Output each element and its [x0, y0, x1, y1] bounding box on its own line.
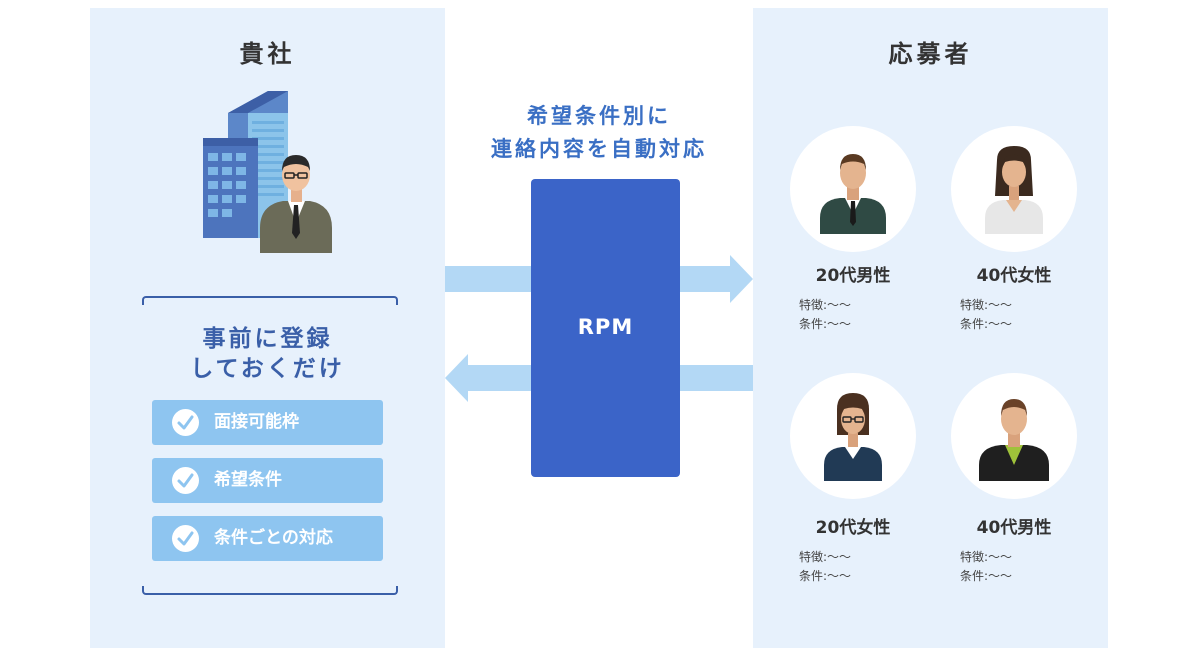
male-20s-avatar-icon [790, 126, 916, 252]
check-icon [172, 409, 199, 436]
check-item-label: 希望条件 [214, 470, 282, 490]
condition-text: 条件:〜〜 [960, 569, 1013, 583]
company-panel: 貴社 事前に登録 [90, 8, 445, 648]
female-20s-avatar-icon [790, 373, 916, 499]
applicants-panel: 応募者 20代男性 特徴:〜〜 条件:〜〜 40代女性 特徴:〜〜 条件:〜〜 [753, 8, 1108, 648]
person-label: 40代男性 [976, 518, 1052, 538]
person-details: 特徴:〜〜 条件:〜〜 [799, 296, 851, 334]
arrow-right-to-applicants-icon [680, 255, 753, 303]
check-item-label: 面接可能枠 [214, 412, 299, 432]
rpm-box: RPM [531, 179, 680, 477]
person-label: 20代男性 [815, 266, 891, 286]
person-details: 特徴:〜〜 条件:〜〜 [960, 296, 1012, 334]
condition-text: 条件:〜〜 [960, 317, 1013, 331]
center-caption-line2: 連絡内容を自動対応 [491, 137, 707, 161]
applicants-title: 応募者 [888, 40, 973, 68]
check-icon [172, 525, 199, 552]
arrow-from-applicants [680, 365, 753, 391]
check-item-desired-conditions: 希望条件 [152, 458, 383, 503]
male-40s-avatar-icon [951, 373, 1077, 499]
arrow-left-to-company-icon [445, 354, 531, 402]
person-label: 40代女性 [976, 266, 1052, 286]
person-details: 特徴:〜〜 条件:〜〜 [799, 548, 851, 586]
feature-text: 特徴:〜〜 [799, 298, 852, 312]
feature-text: 特徴:〜〜 [799, 550, 852, 564]
check-item-label: 条件ごとの対応 [214, 528, 333, 548]
center-caption-line1: 希望条件別に [527, 104, 671, 128]
bracket-top [142, 296, 398, 305]
check-item-interview-slots: 面接可能枠 [152, 400, 383, 445]
condition-text: 条件:〜〜 [799, 317, 852, 331]
female-40s-avatar-icon [951, 126, 1077, 252]
headline-line2: しておくだけ [190, 356, 345, 382]
headline-line1: 事前に登録 [202, 326, 333, 352]
bracket-bottom [142, 586, 398, 595]
check-item-condition-response: 条件ごとの対応 [152, 516, 383, 561]
condition-text: 条件:〜〜 [799, 569, 852, 583]
person-label: 20代女性 [815, 518, 891, 538]
person-details: 特徴:〜〜 条件:〜〜 [960, 548, 1012, 586]
office-building-businessman-icon [203, 91, 332, 253]
feature-text: 特徴:〜〜 [960, 550, 1013, 564]
company-title: 貴社 [239, 40, 296, 68]
feature-text: 特徴:〜〜 [960, 298, 1013, 312]
check-icon [172, 467, 199, 494]
rpm-label: RPM [577, 315, 634, 339]
arrow-left-to-rpm [445, 266, 531, 292]
